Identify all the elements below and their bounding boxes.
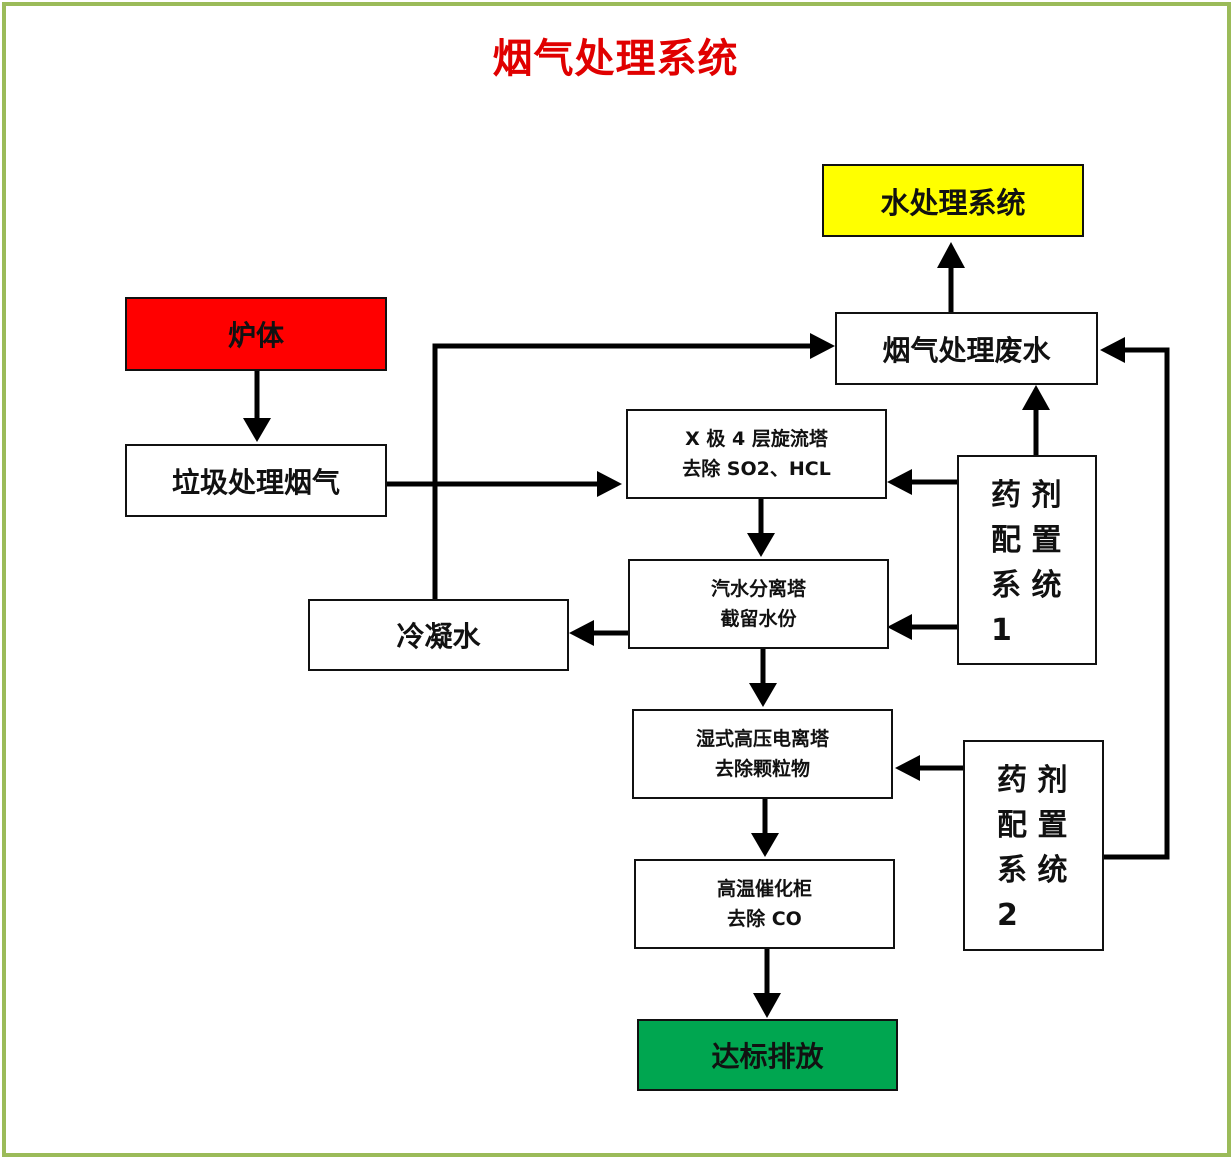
wet-high-voltage-ionization-tower: 湿式高压电离塔 去除颗粒物 (632, 709, 893, 799)
compliant-discharge: 达标排放 (637, 1019, 898, 1091)
chemical-dosing-system-2: 药 剂 配 置 系 统 2 (963, 740, 1104, 951)
chemical-dosing-system-1: 药 剂 配 置 系 统 1 (957, 455, 1097, 665)
arrow-condensate-to-wastewater (432, 343, 810, 599)
condensate-water: 冷凝水 (308, 599, 569, 671)
water-treatment-system: 水处理系统 (822, 164, 1084, 237)
garbage-flue-gas: 垃圾处理烟气 (125, 444, 387, 517)
page-title: 烟气处理系统 (492, 36, 739, 82)
arrow-dosing2-to-wastewater (1103, 347, 1170, 860)
steam-water-separator-tower: 汽水分离塔 截留水份 (628, 559, 889, 649)
cyclone-tower: X 极 4 层旋流塔 去除 SO2、HCL (626, 409, 887, 499)
flue-gas-wastewater: 烟气处理废水 (835, 312, 1098, 385)
furnace-body: 炉体 (125, 297, 387, 371)
high-temperature-catalyst-cabinet: 高温催化柜 去除 CO (634, 859, 895, 949)
